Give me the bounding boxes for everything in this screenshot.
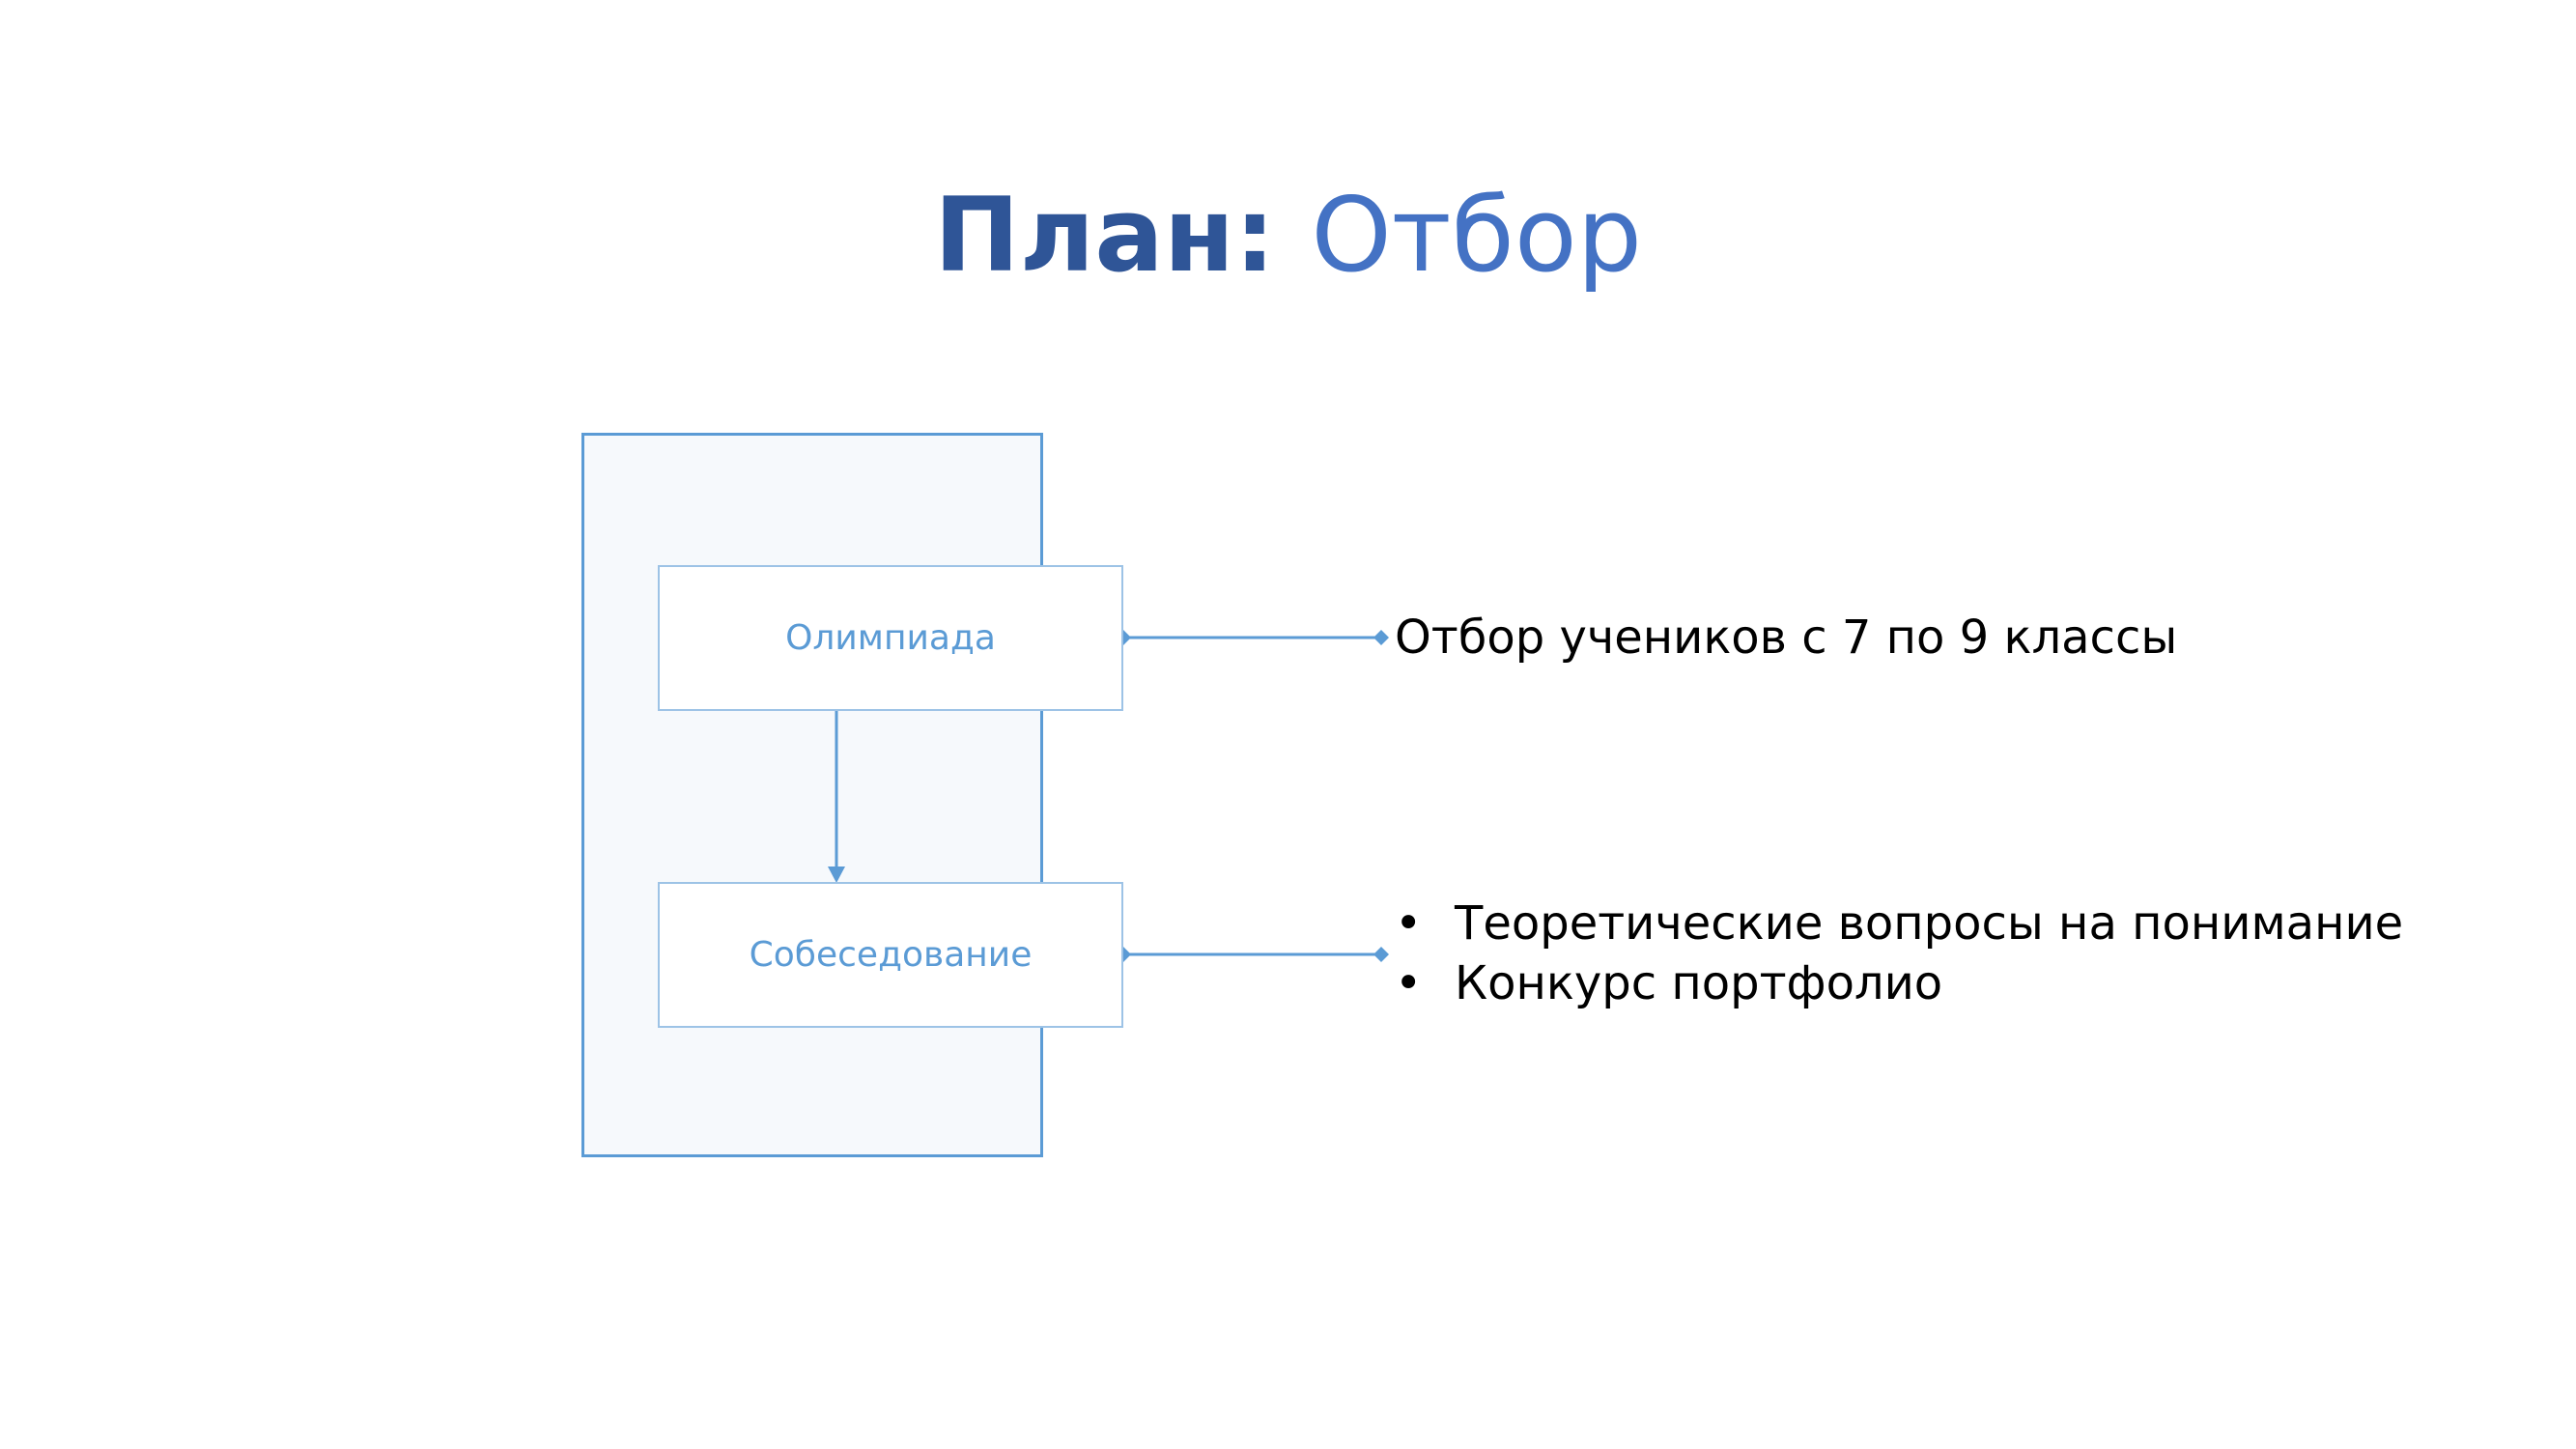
interview-notes: • Теоретические вопросы на понимание • К… bbox=[1395, 894, 2403, 1013]
step-interview: Собеседование bbox=[658, 882, 1123, 1028]
step-interview-label: Собеседование bbox=[749, 935, 1033, 975]
connector-olympiad-end-diamond bbox=[1373, 630, 1389, 645]
bullet-icon: • bbox=[1395, 956, 1423, 1010]
step-olympiad: Олимпиада bbox=[658, 565, 1123, 711]
list-item: • Конкурс портфолио bbox=[1395, 953, 2403, 1013]
list-item: • Теоретические вопросы на понимание bbox=[1395, 894, 2403, 953]
process-container bbox=[581, 433, 1043, 1157]
list-item-text: Теоретические вопросы на понимание bbox=[1455, 896, 2404, 951]
connector-interview-end-diamond bbox=[1373, 947, 1389, 962]
step-olympiad-label: Олимпиада bbox=[785, 618, 996, 658]
list-item-text: Конкурс портфолио bbox=[1455, 956, 1943, 1010]
title-topic: Отбор bbox=[1311, 176, 1643, 296]
title-prefix: План: bbox=[933, 176, 1276, 296]
bullet-icon: • bbox=[1395, 896, 1423, 951]
olympiad-note: Отбор учеников с 7 по 9 классы bbox=[1395, 611, 2178, 665]
slide-title: План: Отбор bbox=[0, 163, 2576, 308]
